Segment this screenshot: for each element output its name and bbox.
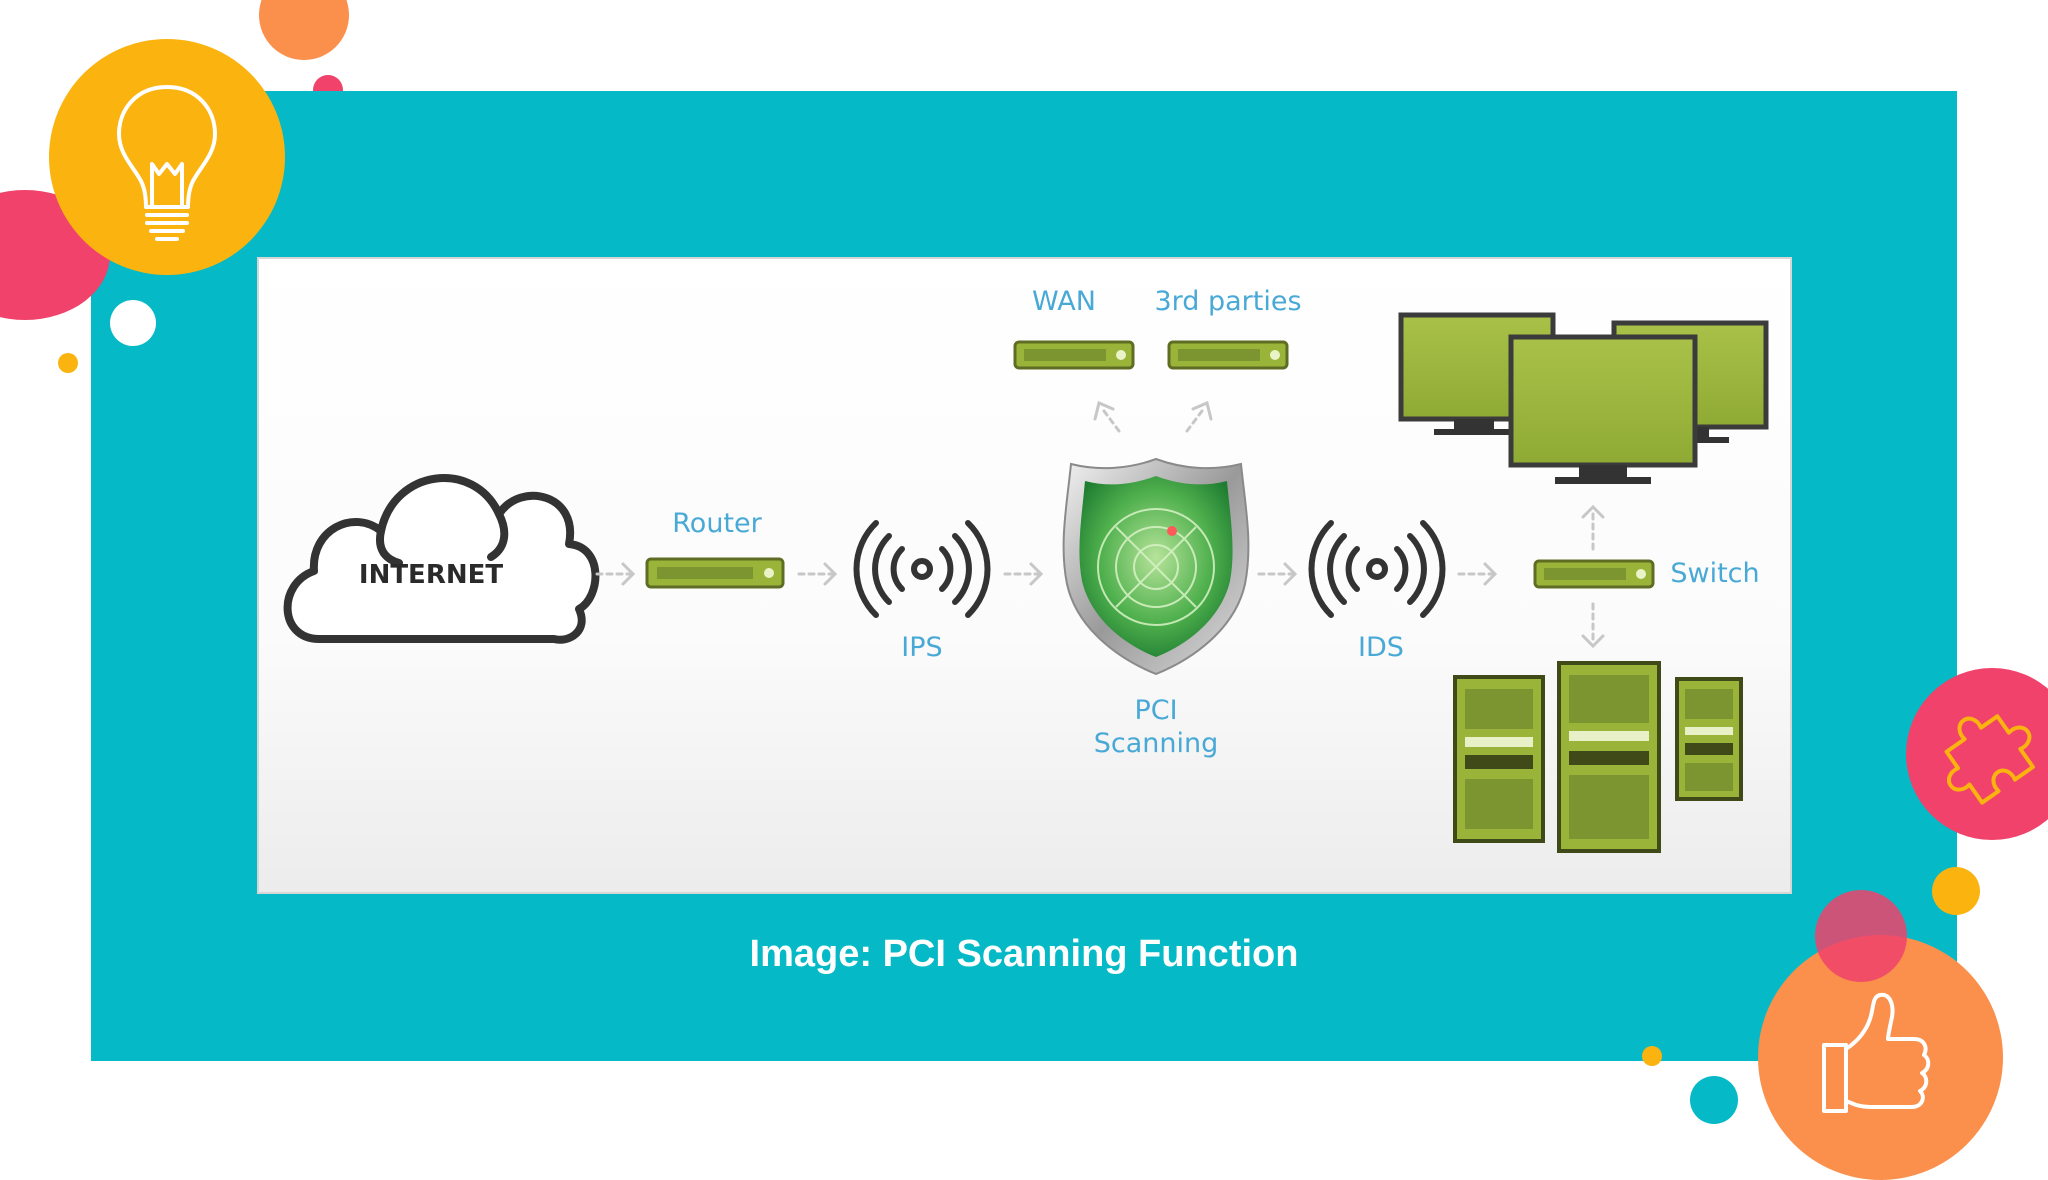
server-rack-center xyxy=(1557,661,1661,853)
decor-circle-red-bottom xyxy=(1815,890,1907,982)
ips-label: IPS xyxy=(901,632,943,663)
decor-dot-white-left xyxy=(110,300,156,346)
puzzle-badge xyxy=(1906,668,2048,840)
router-device-icon xyxy=(645,557,785,589)
arrow-ids-switch xyxy=(1457,562,1498,586)
image-caption: Image: PCI Scanning Function xyxy=(749,933,1299,975)
lightbulb-icon xyxy=(117,85,217,241)
pci-shield-icon xyxy=(1062,457,1250,676)
servers-icon xyxy=(1453,661,1743,853)
pci-label-line1: PCI xyxy=(1134,695,1178,726)
internet-label: INTERNET xyxy=(358,560,504,590)
arrow-cloud-router xyxy=(595,562,636,586)
ids-wireless-icon xyxy=(1308,520,1446,618)
lightbulb-badge xyxy=(49,39,285,275)
third-parties-device-icon xyxy=(1167,340,1289,370)
switch-label: Switch xyxy=(1670,558,1760,589)
monitors-icon xyxy=(1398,312,1769,484)
decor-dot-teal-bottom xyxy=(1690,1076,1738,1124)
decor-dot-yellow-right xyxy=(1932,867,1980,915)
decor-dot-yellow-left xyxy=(58,353,78,373)
server-rack-left xyxy=(1453,675,1545,843)
arrow-switch-servers xyxy=(1581,602,1605,649)
puzzle-icon xyxy=(1944,714,2035,805)
diagram-card: INTERNET Router IPS WAN 3rd parties PCI … xyxy=(257,257,1792,894)
arrow-router-ips xyxy=(797,562,838,586)
ids-label: IDS xyxy=(1358,632,1404,663)
switch-device-icon xyxy=(1533,559,1655,589)
arrow-ips-pci xyxy=(1003,562,1044,586)
pci-label-line2: Scanning xyxy=(1093,728,1219,759)
monitor-front xyxy=(1508,334,1698,484)
router-label: Router xyxy=(672,508,762,539)
wan-label: WAN xyxy=(1032,286,1096,317)
wan-device-icon xyxy=(1013,340,1135,370)
cloud-icon xyxy=(283,474,600,644)
arrow-pci-wan xyxy=(1093,400,1121,433)
decor-dot-yellow-bottom xyxy=(1642,1046,1662,1066)
arrow-switch-monitors xyxy=(1581,504,1605,551)
arrow-pci-third-parties xyxy=(1185,400,1213,433)
server-rack-right xyxy=(1675,677,1743,801)
arrow-pci-ids xyxy=(1257,562,1298,586)
ips-wireless-icon xyxy=(853,520,991,618)
network-diagram xyxy=(283,312,1769,853)
thumbs-up-icon xyxy=(1822,992,1931,1113)
third-parties-label: 3rd parties xyxy=(1154,286,1302,317)
